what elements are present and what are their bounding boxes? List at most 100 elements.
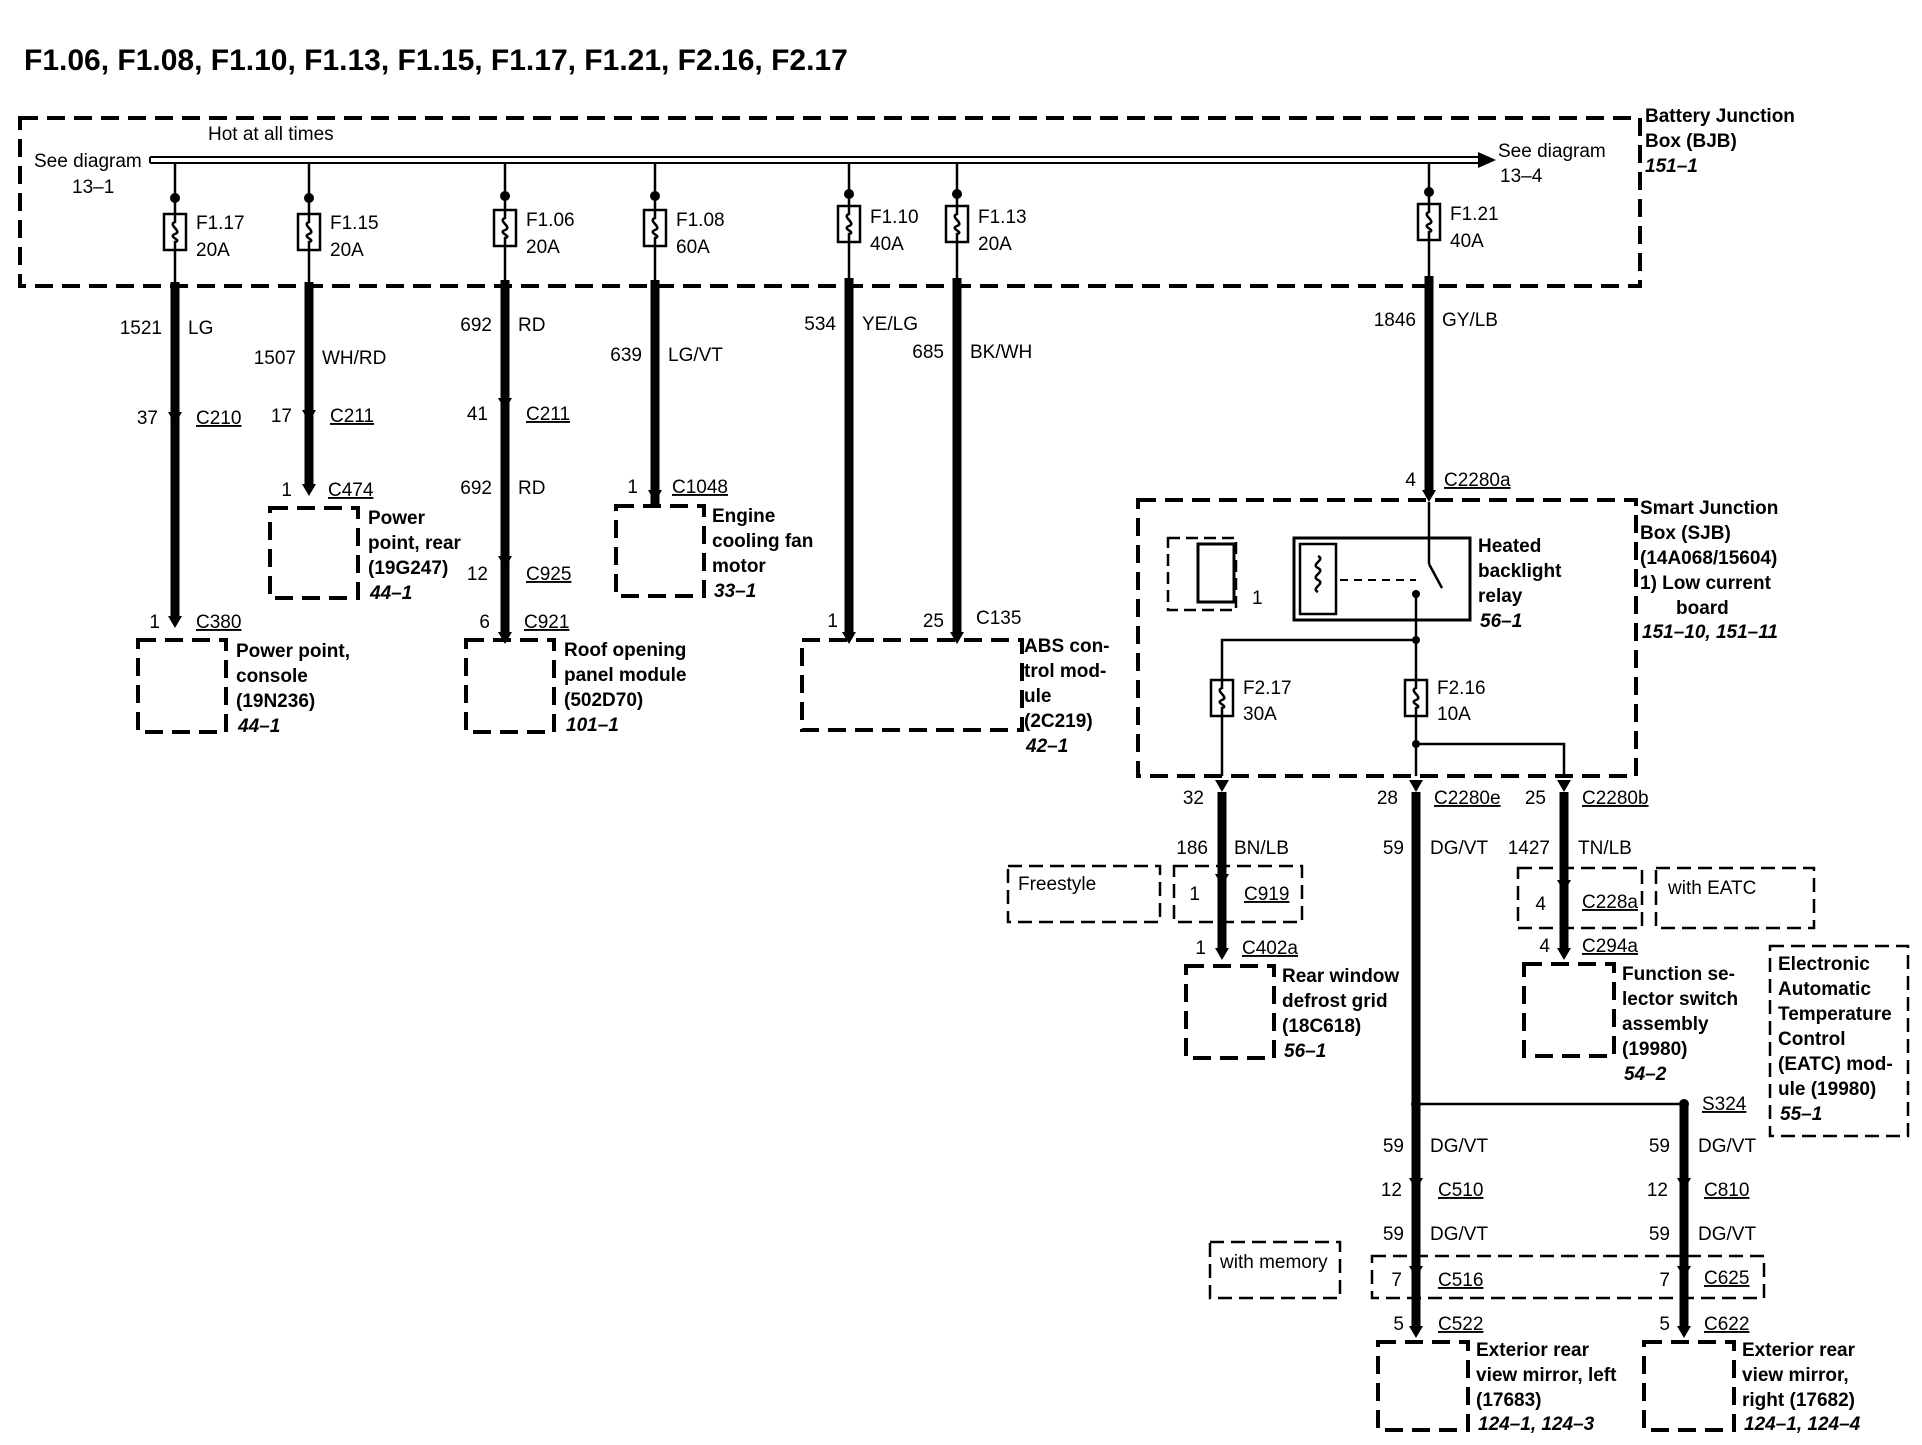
c294a-pin: 4 — [1539, 936, 1550, 957]
c810-pin: 12 — [1647, 1180, 1668, 1201]
splice-s324: S324 — [1411, 1094, 1747, 1115]
c294a-name: C294a — [1582, 936, 1638, 957]
rear-window-defrost: 1 C402a Rear window defrost grid (18C618… — [1184, 938, 1399, 1062]
freestyle-option-box — [1006, 864, 1162, 924]
fuse-f115-label: F1.15 — [330, 213, 379, 234]
defrost-l1: Rear window — [1282, 966, 1399, 987]
wire-639-color: LG/VT — [668, 345, 723, 366]
mirror-left-l3: (17683) — [1476, 1390, 1542, 1411]
wire-59d-circuit: 59 — [1649, 1136, 1670, 1157]
c228a-connector — [1557, 880, 1571, 892]
fuse-f113-label: F1.13 — [978, 207, 1027, 228]
c921-name: C921 — [524, 612, 569, 633]
fuse-f121-label: F1.21 — [1450, 204, 1499, 225]
bjb-label-2: Box (BJB) — [1645, 131, 1737, 152]
wire-639-circuit: 639 — [610, 345, 642, 366]
mirror-right-l3: right (17682) — [1742, 1390, 1855, 1411]
see-diagram-left: See diagram — [34, 151, 142, 172]
fan-l1: Engine — [712, 506, 775, 527]
c625-connector — [1677, 1266, 1691, 1278]
fuse-f113-amp: 20A — [978, 234, 1012, 255]
function-selector-switch: 4 C294a Function se- lector switch assem… — [1522, 936, 1738, 1085]
c622-name: C622 — [1704, 1314, 1749, 1335]
wire-534-color: YE/LG — [862, 314, 918, 335]
relay-l3: relay — [1478, 586, 1523, 607]
c135-pin1: 1 — [827, 611, 838, 632]
c510-pin: 12 — [1381, 1180, 1402, 1201]
relay-pin: 1 — [1252, 588, 1263, 609]
sjb-l3: (14A068/15604) — [1640, 548, 1777, 569]
fan-ref: 33–1 — [714, 581, 756, 602]
fuse-f108-label: F1.08 — [676, 210, 725, 231]
fuse-f110-label: F1.10 — [870, 207, 919, 228]
see-diagram-right-ref: 13–4 — [1500, 166, 1543, 187]
power-rear-l2: point, rear — [368, 533, 462, 554]
wire-59b-circuit: 59 — [1383, 1136, 1404, 1157]
c516-pin: 7 — [1391, 1270, 1402, 1291]
c919-option-box — [1172, 864, 1304, 924]
sjb-ref: 151–10, 151–11 — [1642, 622, 1778, 643]
branch-f108: F1.08 60A — [642, 163, 725, 505]
mirror-right-l2: view mirror, — [1742, 1365, 1849, 1386]
c810-name: C810 — [1704, 1180, 1749, 1201]
power-console-l3: (19N236) — [236, 691, 315, 712]
roof-l1: Roof opening — [564, 640, 686, 661]
diagram-title: F1.06, F1.08, F1.10, F1.13, F1.15, F1.17… — [24, 44, 848, 77]
c2280e-name: C2280e — [1434, 788, 1501, 809]
relay-l1: Heated — [1478, 536, 1541, 557]
c510-name: C510 — [1438, 1180, 1483, 1201]
hot-label: Hot at all times — [208, 124, 334, 145]
fuse-f217-label: F2.17 — [1243, 678, 1292, 699]
selector-l3: assembly — [1622, 1014, 1709, 1035]
selector-ref: 54–2 — [1624, 1064, 1667, 1085]
power-point-console: 1 C380 Power point, console (19N236) 44–… — [136, 612, 350, 737]
mirror-right-ref: 124–1, 124–4 — [1744, 1414, 1861, 1435]
power-point-console-box — [136, 638, 228, 734]
relay-coil-icon — [1298, 542, 1338, 616]
mirror-right-box — [1642, 1340, 1736, 1432]
power-console-l2: console — [236, 666, 308, 687]
wire-59a-circuit: 59 — [1383, 838, 1404, 859]
eatc-l1: Electronic — [1778, 954, 1870, 975]
wire-692b-color: RD — [518, 478, 545, 499]
c1048-name: C1048 — [672, 477, 728, 498]
branch-f113: F1.13 20A — [944, 163, 1027, 636]
power-console-l1: Power point, — [236, 641, 350, 662]
sjb-l5: board — [1676, 598, 1729, 619]
with-memory-label: with memory — [1219, 1252, 1328, 1273]
power-rear-l3: (19G247) — [368, 558, 448, 579]
wire-1427-color: TN/LB — [1578, 838, 1632, 859]
fuse-f117-label: F1.17 — [196, 213, 245, 234]
fan-l2: cooling fan — [712, 531, 813, 552]
c919-connector — [1215, 874, 1229, 886]
wire-1507-circuit: 1507 — [254, 348, 296, 369]
abs-module: 1 25 C135 ABS con- trol mod- ule (2C219)… — [800, 608, 1110, 757]
roof-l2: panel module — [564, 665, 686, 686]
c2280a-connector — [1422, 490, 1436, 502]
fuse-f117-amp: 20A — [196, 240, 230, 261]
branch-f115: F1.15 20A — [296, 163, 379, 488]
c402a-pin: 1 — [1195, 938, 1206, 959]
wire-186-circuit: 186 — [1176, 838, 1208, 859]
fuse-f216-amp: 10A — [1437, 704, 1471, 725]
mirror-left-l2: view mirror, left — [1476, 1365, 1617, 1386]
roof-l3: (502D70) — [564, 690, 643, 711]
abs-l4: (2C219) — [1024, 711, 1093, 732]
heated-backlight-relay: Heated backlight relay 56–1 — [1292, 502, 1562, 640]
power-point-rear: 1 C474 Power point, rear (19G247) 44–1 — [268, 480, 462, 604]
fuse-f216-label: F2.16 — [1437, 678, 1486, 699]
wire-59d-color: DG/VT — [1698, 1136, 1756, 1157]
c2280-pin32-connector — [1215, 780, 1229, 792]
branch-f117: F1.17 20A — [162, 163, 245, 620]
abs-l2: trol mod- — [1024, 661, 1106, 682]
abs-l3: ule — [1024, 686, 1051, 707]
c211b-pin: 41 — [467, 404, 488, 425]
connector-c925: 12 C925 — [467, 556, 571, 585]
c2280e-pin: 28 — [1377, 788, 1398, 809]
roof-opening-panel: 6 C921 Roof opening panel module (502D70… — [464, 612, 686, 736]
connector-c211a: 17 C211 — [271, 406, 374, 427]
wire-1507-color: WH/RD — [322, 348, 386, 369]
eatc-l2: Automatic — [1778, 979, 1871, 1000]
c135-name: C135 — [976, 608, 1021, 629]
fuse-f108-amp: 60A — [676, 237, 710, 258]
